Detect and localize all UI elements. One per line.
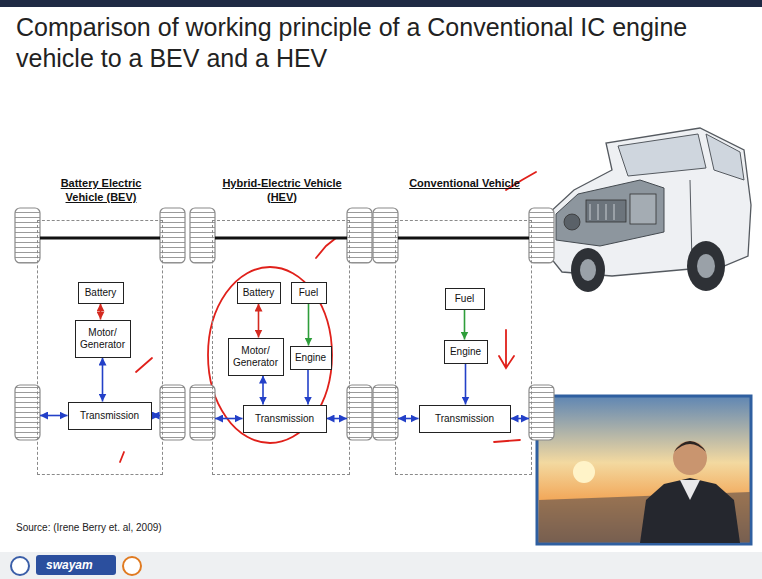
car-illustration: [546, 128, 751, 292]
source-note: Source: (Irene Berry et. al, 2009): [16, 522, 162, 533]
flow-arrow: [262, 376, 264, 405]
engine-part: [564, 214, 580, 230]
box-label: Engine: [294, 352, 328, 364]
presenter-video: [537, 396, 751, 544]
video-frame: [537, 396, 751, 544]
car-window: [706, 134, 744, 180]
axle: [40, 237, 160, 240]
component-box: Transmission: [243, 405, 327, 433]
box-label: Transmission: [247, 413, 323, 425]
annotation-mark: [120, 452, 124, 462]
box-label: Transmission: [72, 410, 148, 422]
flow-arrow: [308, 304, 310, 346]
engine-part: [590, 204, 614, 220]
component-box: Fuel: [445, 288, 485, 310]
bottom-bar: [0, 552, 762, 579]
slide-title: Comparison of working principle of a Con…: [16, 12, 756, 75]
component-box: Transmission: [419, 405, 511, 433]
flow-arrow: [307, 370, 309, 405]
logo-emblem: [11, 557, 29, 575]
component-box: Motor/Generator: [75, 320, 131, 358]
drive-arrow: [511, 418, 530, 420]
logo-emblem: [123, 557, 141, 575]
annotation-tick: [316, 238, 336, 258]
box-label: Motor/Generator: [232, 345, 280, 369]
wheel: [347, 208, 372, 263]
swayam-logo: [36, 555, 116, 575]
annotation-slash: [136, 358, 152, 372]
car-wheel: [687, 241, 725, 291]
car-wheel: [697, 254, 715, 278]
top-bar: [0, 0, 762, 7]
presenter-head: [673, 441, 707, 475]
box-label: Battery: [82, 287, 120, 299]
wheel: [160, 208, 185, 263]
car-wheel: [580, 259, 596, 281]
component-box: Battery: [237, 282, 281, 304]
wheel: [160, 385, 185, 440]
engine-part: [586, 200, 626, 222]
drive-arrow: [40, 415, 68, 417]
component-box: Motor/Generator: [228, 338, 284, 376]
annotation-arrow: [499, 330, 514, 368]
flow-arrow: [100, 304, 102, 320]
box-label: Fuel: [295, 287, 323, 299]
wheel: [529, 385, 554, 440]
presenter-body: [640, 478, 740, 543]
vehicle-frame: Conventional VehicleFuelEngineTransmissi…: [395, 220, 532, 475]
box-label: Transmission: [423, 413, 507, 425]
presenter-shirt: [680, 480, 700, 500]
pen-annotations: [120, 172, 536, 462]
car-wheel: [571, 248, 605, 292]
flow-arrow: [465, 364, 467, 405]
drive-arrow: [398, 418, 419, 420]
wheel: [529, 208, 554, 263]
axle: [398, 237, 529, 240]
logo-text: swayam: [46, 558, 93, 572]
box-label: Fuel: [449, 293, 481, 305]
box-label: Motor/Generator: [79, 327, 127, 351]
drive-arrow: [215, 418, 243, 420]
vehicle-heading: Hybrid-Electric Vehicle (HEV): [222, 177, 342, 205]
component-box: Engine: [290, 346, 332, 370]
vehicle-heading: Battery Electric Vehicle (BEV): [41, 177, 161, 205]
component-box: Engine: [444, 340, 488, 364]
component-box: Fuel: [291, 282, 327, 304]
box-label: Engine: [448, 346, 484, 358]
wheel: [347, 385, 372, 440]
engine-bay: [556, 180, 664, 246]
footer-band: [0, 552, 762, 579]
flow-arrow: [102, 358, 104, 402]
component-box: Battery: [78, 282, 124, 304]
flow-arrow: [258, 304, 260, 338]
box-label: Battery: [241, 287, 277, 299]
car-window: [618, 134, 706, 176]
axle: [215, 237, 347, 240]
component-box: Transmission: [68, 402, 152, 430]
vehicle-frame: Hybrid-Electric Vehicle (HEV)BatteryFuel…: [212, 220, 350, 475]
engine-part: [630, 194, 656, 224]
vehicle-heading: Conventional Vehicle: [405, 177, 525, 191]
flow-arrow: [464, 310, 466, 340]
drive-arrow: [327, 418, 348, 420]
sun: [573, 461, 595, 483]
annotation-circle: [208, 267, 332, 443]
vehicle-frame: Battery Electric Vehicle (BEV)BatteryMot…: [37, 220, 163, 475]
annotation-underline: [494, 440, 520, 442]
drive-arrow: [152, 415, 161, 417]
presenter-hair: [674, 441, 706, 452]
